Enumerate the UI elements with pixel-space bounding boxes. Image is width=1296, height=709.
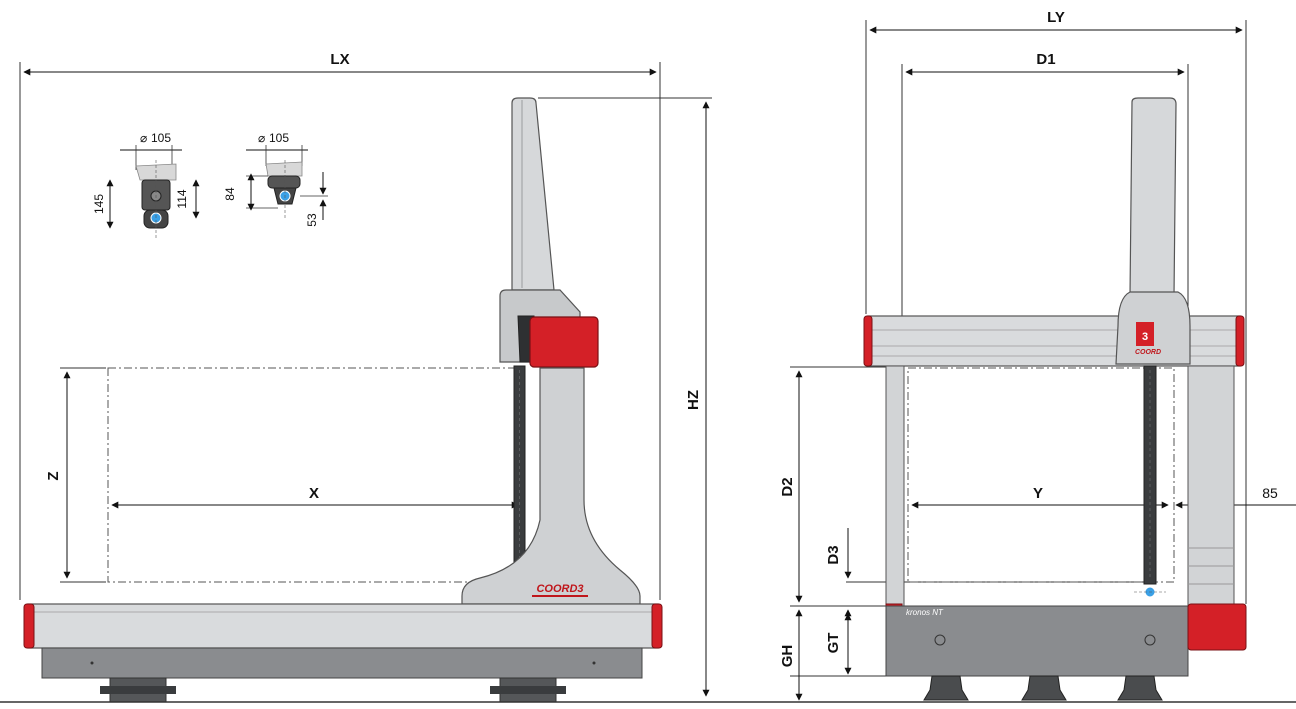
column-upper: [511, 97, 555, 291]
offset-label: 85: [1262, 485, 1278, 501]
probe-left-diameter-symbol: ⌀: [140, 131, 147, 145]
granite-table: [885, 605, 1189, 677]
y-label: Y: [1033, 485, 1043, 502]
probe-right-diameter-symbol: ⌀: [258, 131, 265, 145]
probe-left-h-inner: 114: [175, 189, 189, 208]
probe-head-left: ⌀ 105 145 114: [92, 131, 200, 240]
column-base-foot: [461, 367, 641, 605]
left-leg: [885, 365, 905, 607]
lx-label: LX: [330, 51, 349, 68]
d3-label: D3: [825, 545, 842, 564]
gh-label: GH: [779, 645, 796, 668]
front-foot-3: [1117, 675, 1163, 701]
probe-left-h-outer: 145: [92, 194, 106, 214]
probe-head-right: ⌀ 105 84 53: [223, 131, 328, 227]
table-hole-right: [1144, 634, 1156, 646]
table-end-cap-left: [23, 603, 35, 649]
table-end-cap-right: [651, 603, 663, 649]
carriage-logo-digit: 3: [1142, 331, 1148, 343]
beam-end-cap-right: [1235, 315, 1245, 367]
carriage-logo-block: [1136, 322, 1154, 346]
z-label: Z: [45, 471, 62, 480]
foot-left-pad: [100, 686, 176, 694]
front-view: LY D1 D2 D3 GH GT Y 85: [779, 9, 1296, 701]
front-red-drive-cover: [1187, 603, 1247, 651]
right-leg: [1187, 365, 1235, 607]
foot-right-pad: [490, 686, 566, 694]
front-foot-2: [1021, 675, 1067, 701]
column-brand: COORD3: [536, 583, 583, 595]
base-marker-right: [592, 661, 596, 665]
gt-label: GT: [825, 633, 842, 654]
probe-right-h-outer: 84: [223, 187, 237, 201]
base-marker-left: [90, 661, 94, 665]
ly-label: LY: [1047, 9, 1065, 26]
d2-label: D2: [779, 477, 796, 496]
hz-label: HZ: [685, 390, 702, 410]
machine-table: [27, 603, 659, 649]
model-label: kronos NT: [906, 608, 944, 617]
front-foot-1: [923, 675, 969, 701]
probe-right-diameter-value: 105: [269, 131, 289, 145]
table-hole-left: [934, 634, 946, 646]
carriage-logo-text: COORD: [1135, 349, 1161, 356]
probe-right-mount: [265, 161, 303, 177]
x-label: X: [309, 485, 319, 502]
side-view: LX HZ Z X COORD3: [0, 51, 1296, 703]
probe-right-h-inner: 53: [305, 213, 319, 227]
probe-right-body: [267, 175, 301, 189]
measuring-volume-outline: [107, 367, 523, 583]
beam-end-cap-left: [863, 315, 873, 367]
base-support: [41, 647, 643, 679]
front-column: [1129, 97, 1177, 297]
probe-left-diameter-value: 105: [151, 131, 171, 145]
d1-label: D1: [1036, 51, 1055, 68]
front-measuring-volume: [907, 367, 1175, 583]
carriage-red-cover: [529, 316, 599, 368]
